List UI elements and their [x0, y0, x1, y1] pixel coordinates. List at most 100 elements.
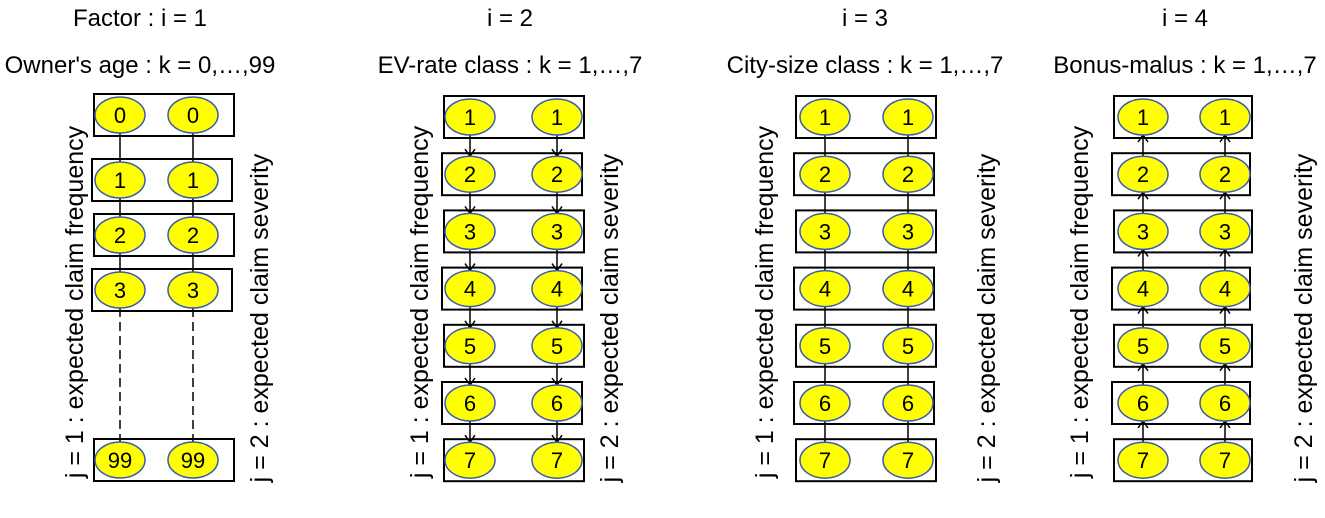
level-box [793, 152, 935, 197]
level-number: 3 [114, 278, 126, 303]
level-number: 1 [114, 168, 126, 193]
level-number: 7 [464, 448, 476, 473]
frequency-label: j = 1 : expected claim frequency [406, 125, 434, 479]
level-number: 5 [1137, 334, 1149, 359]
severity-node [1199, 441, 1251, 479]
level-number: 4 [1137, 277, 1149, 302]
level-number: 6 [819, 391, 831, 416]
level-box [443, 323, 585, 368]
frequency-node [444, 384, 496, 422]
level-box [795, 323, 937, 368]
frequency-node [799, 269, 851, 308]
level-number: 7 [902, 448, 914, 473]
level-box [1113, 323, 1253, 368]
severity-node [167, 216, 219, 254]
severity-label: j = 2 : expected claim severity [596, 153, 624, 483]
frequency-node [444, 98, 496, 136]
level-number: 1 [187, 168, 199, 193]
level-row: 99 99 [93, 438, 235, 482]
level-box [795, 438, 937, 483]
level-number: 6 [464, 391, 476, 416]
frequency-node [444, 269, 496, 308]
level-number: 7 [551, 448, 563, 473]
level-box [1113, 95, 1253, 139]
frequency-node [444, 212, 496, 251]
severity-node [1199, 384, 1251, 422]
severity-label: j = 2 : expected claim severity [1290, 153, 1318, 483]
severity-node [882, 269, 934, 308]
severity-label: j = 2 : expected claim severity [246, 153, 274, 483]
severity-node [882, 441, 934, 479]
level-number: 2 [1137, 162, 1149, 187]
severity-node [882, 384, 934, 422]
frequency-node [1117, 441, 1169, 479]
level-number: 6 [1219, 391, 1231, 416]
level-number: 5 [551, 334, 563, 359]
level-box [1113, 209, 1253, 254]
severity-node [531, 212, 583, 251]
severity-node [167, 161, 219, 199]
severity-node [882, 155, 934, 193]
level-number: 99 [108, 448, 132, 473]
frequency-node [94, 216, 146, 254]
frequency-node [799, 327, 851, 365]
severity-node [882, 98, 934, 136]
frequency-node [94, 271, 146, 309]
level-box [93, 213, 235, 257]
frequency-node [444, 327, 496, 365]
level-box [793, 381, 935, 425]
level-number: 1 [551, 105, 563, 130]
frequency-node [799, 98, 851, 136]
severity-node [531, 384, 583, 422]
level-number: 6 [551, 391, 563, 416]
severity-node [1199, 327, 1251, 365]
level-number: 3 [1219, 219, 1231, 244]
severity-node [882, 212, 934, 251]
level-number: 7 [1219, 448, 1231, 473]
severity-node [1199, 212, 1251, 251]
factor-name: Bonus-malus : k = 1,…,7 [1053, 52, 1316, 79]
frequency-node [1117, 98, 1169, 136]
level-box [93, 93, 235, 137]
level-number: 3 [551, 219, 563, 244]
level-number: 3 [819, 219, 831, 244]
level-number: 4 [902, 277, 914, 302]
frequency-node [1117, 155, 1169, 193]
severity-node [531, 269, 583, 308]
frequency-label: j = 1 : expected claim frequency [61, 125, 89, 479]
frequency-node [94, 441, 146, 479]
frequency-node [1117, 269, 1169, 308]
factor-name: EV-rate class : k = 1,…,7 [378, 52, 643, 79]
severity-node [167, 441, 219, 479]
level-number: 3 [464, 219, 476, 244]
level-box [91, 158, 233, 202]
level-number: 3 [902, 219, 914, 244]
level-number: 1 [464, 105, 476, 130]
severity-node [167, 271, 219, 309]
level-number: 0 [187, 103, 199, 128]
severity-node [882, 327, 934, 365]
level-number: 99 [181, 448, 205, 473]
severity-label: j = 2 : expected claim severity [973, 153, 1001, 483]
severity-node [167, 96, 219, 134]
level-number: 2 [114, 223, 126, 248]
level-box [91, 268, 233, 312]
level-box [93, 438, 235, 482]
